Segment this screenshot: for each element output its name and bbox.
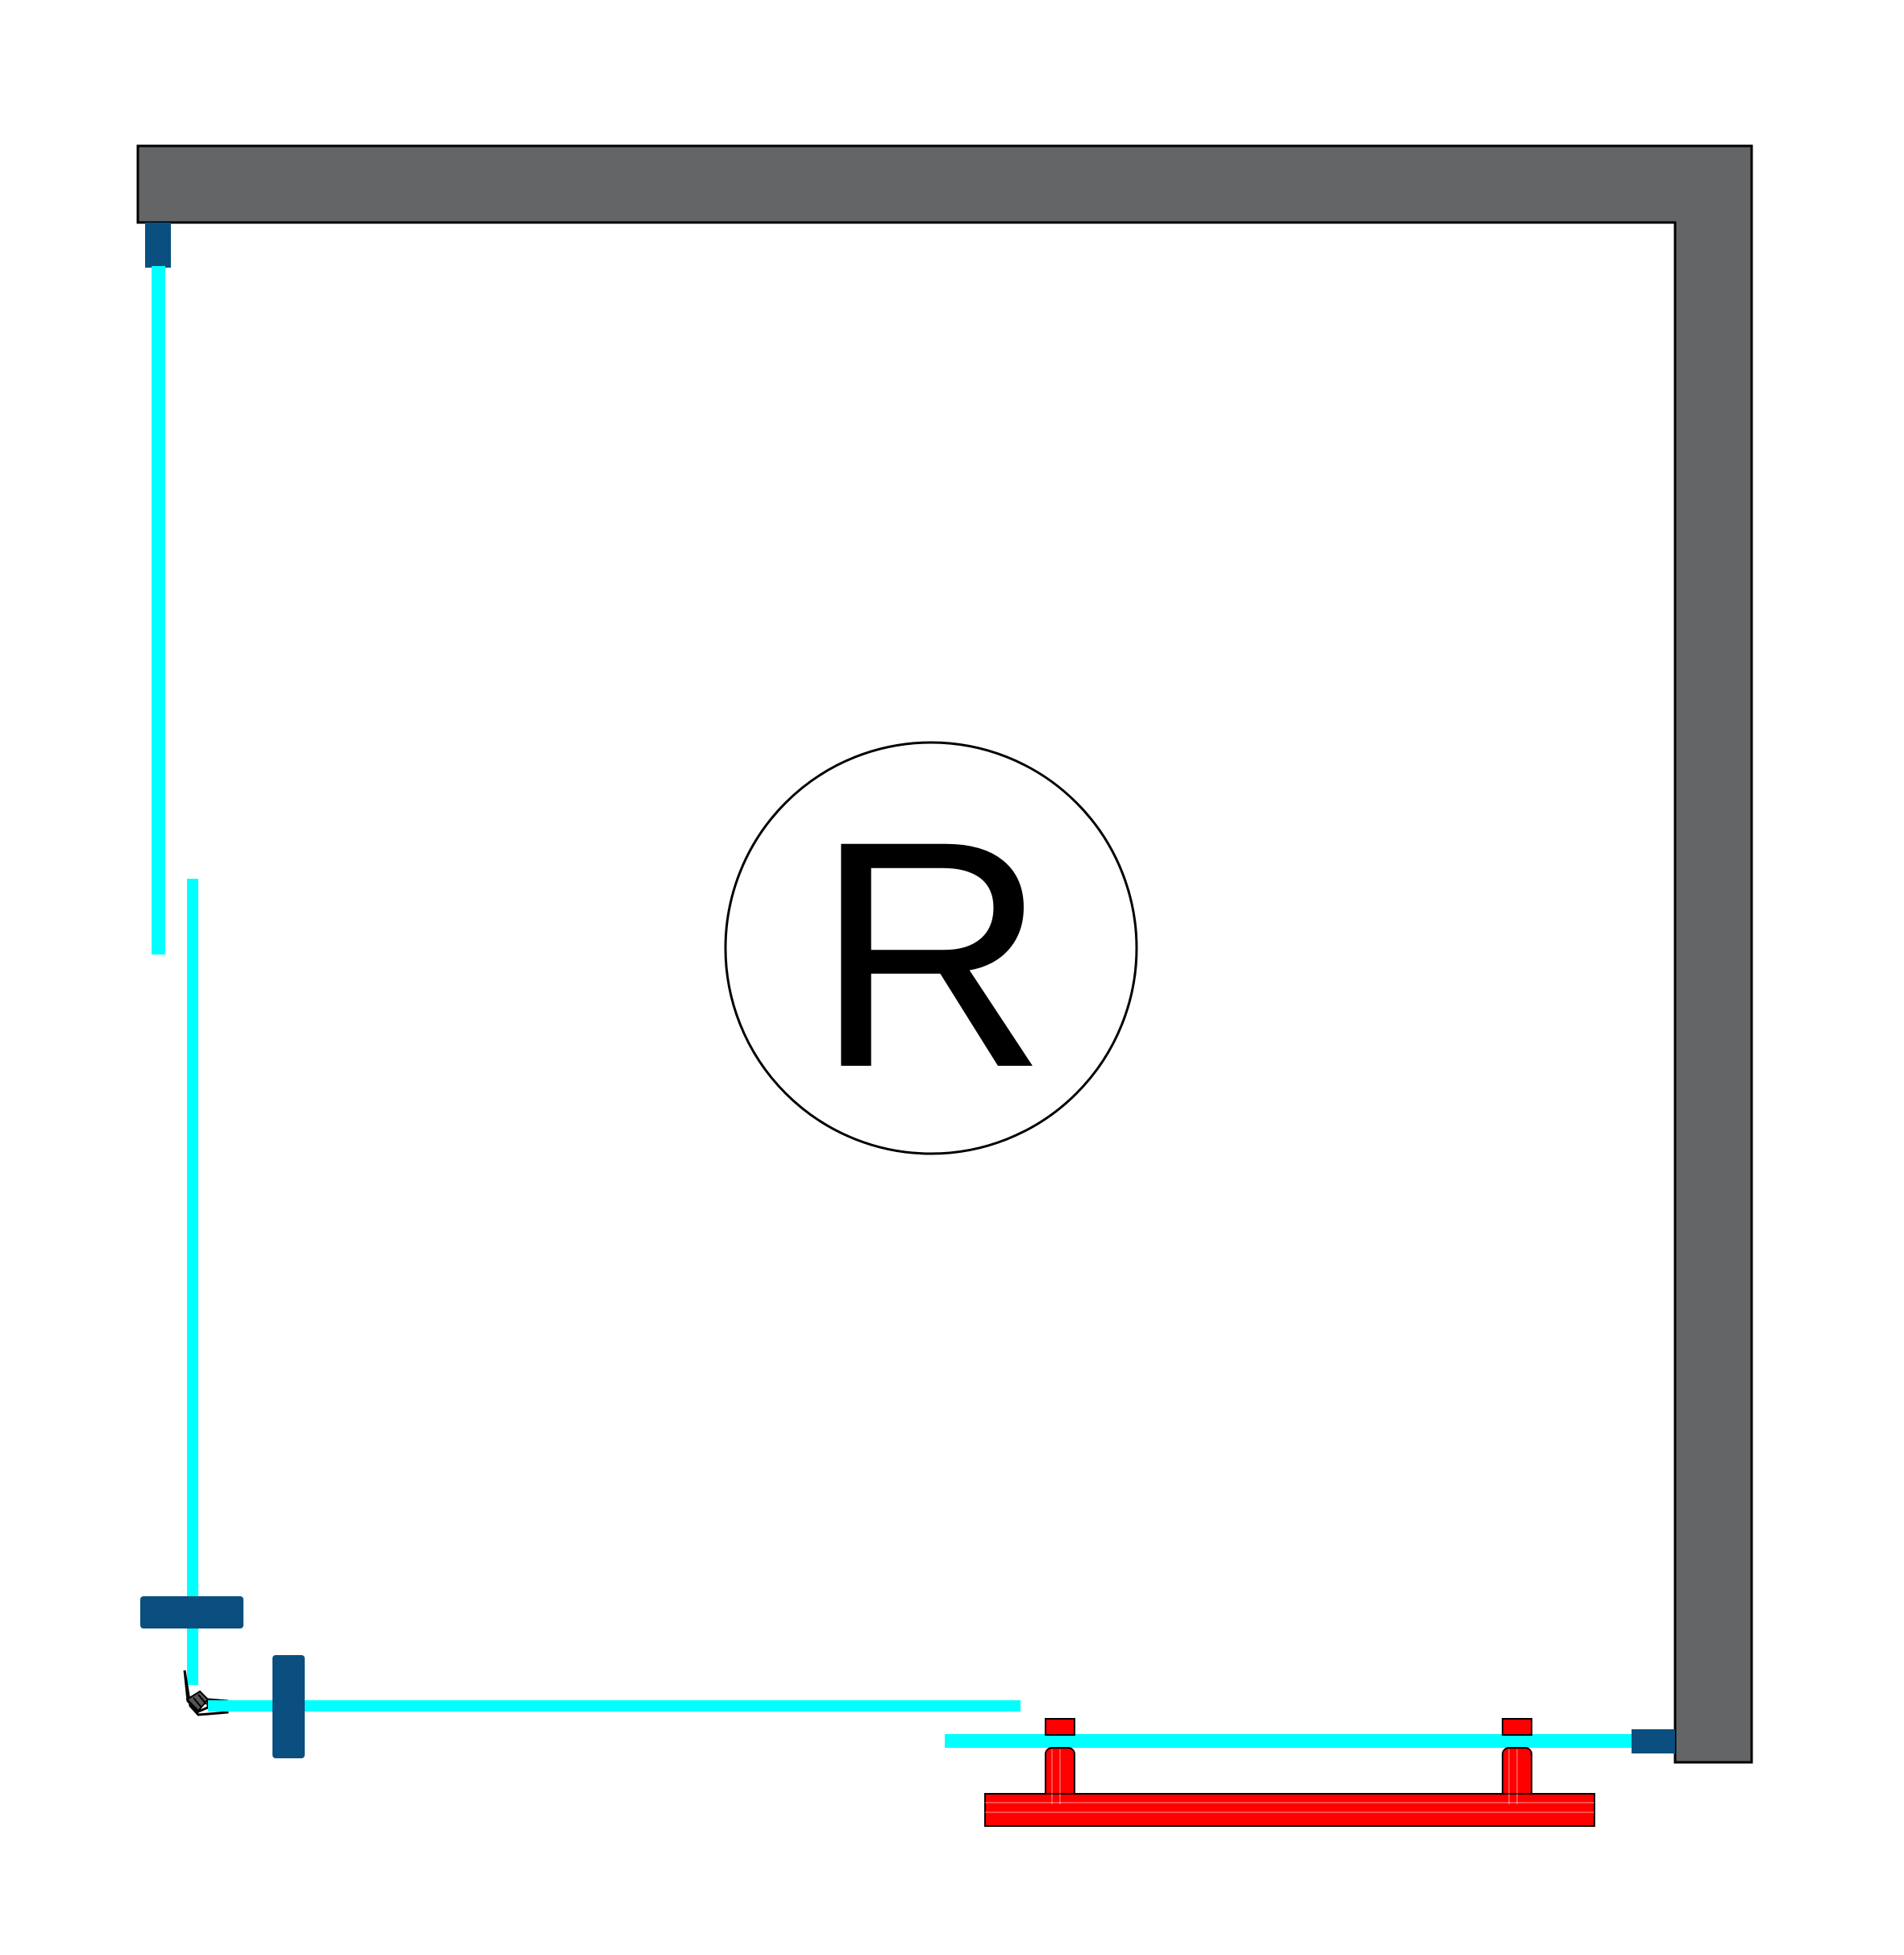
- towel-bar-handle-icon: [984, 1718, 1595, 1827]
- side-marker-circle: [724, 741, 1138, 1155]
- handle-post-right: [1502, 1718, 1532, 1736]
- side-marker-label: R: [815, 774, 1048, 1134]
- glass-panel-left-sliding: [187, 879, 198, 1685]
- glass-panel-bottom-fixed: [208, 1700, 1021, 1712]
- handle-bar: [984, 1793, 1595, 1827]
- guide-bracket-left: [140, 1596, 243, 1628]
- wall-bracket-top-left: [145, 223, 171, 268]
- handle-post-left: [1045, 1718, 1075, 1736]
- circle-letter-icon: R: [724, 741, 1138, 1155]
- glass-panel-left-fixed: [152, 266, 165, 955]
- glass-door-bottom-sliding: [945, 1734, 1636, 1748]
- guide-bracket-bottom: [272, 1655, 305, 1758]
- wall-corner: [136, 144, 1753, 1764]
- wall-bracket-bottom-right: [1632, 1729, 1675, 1753]
